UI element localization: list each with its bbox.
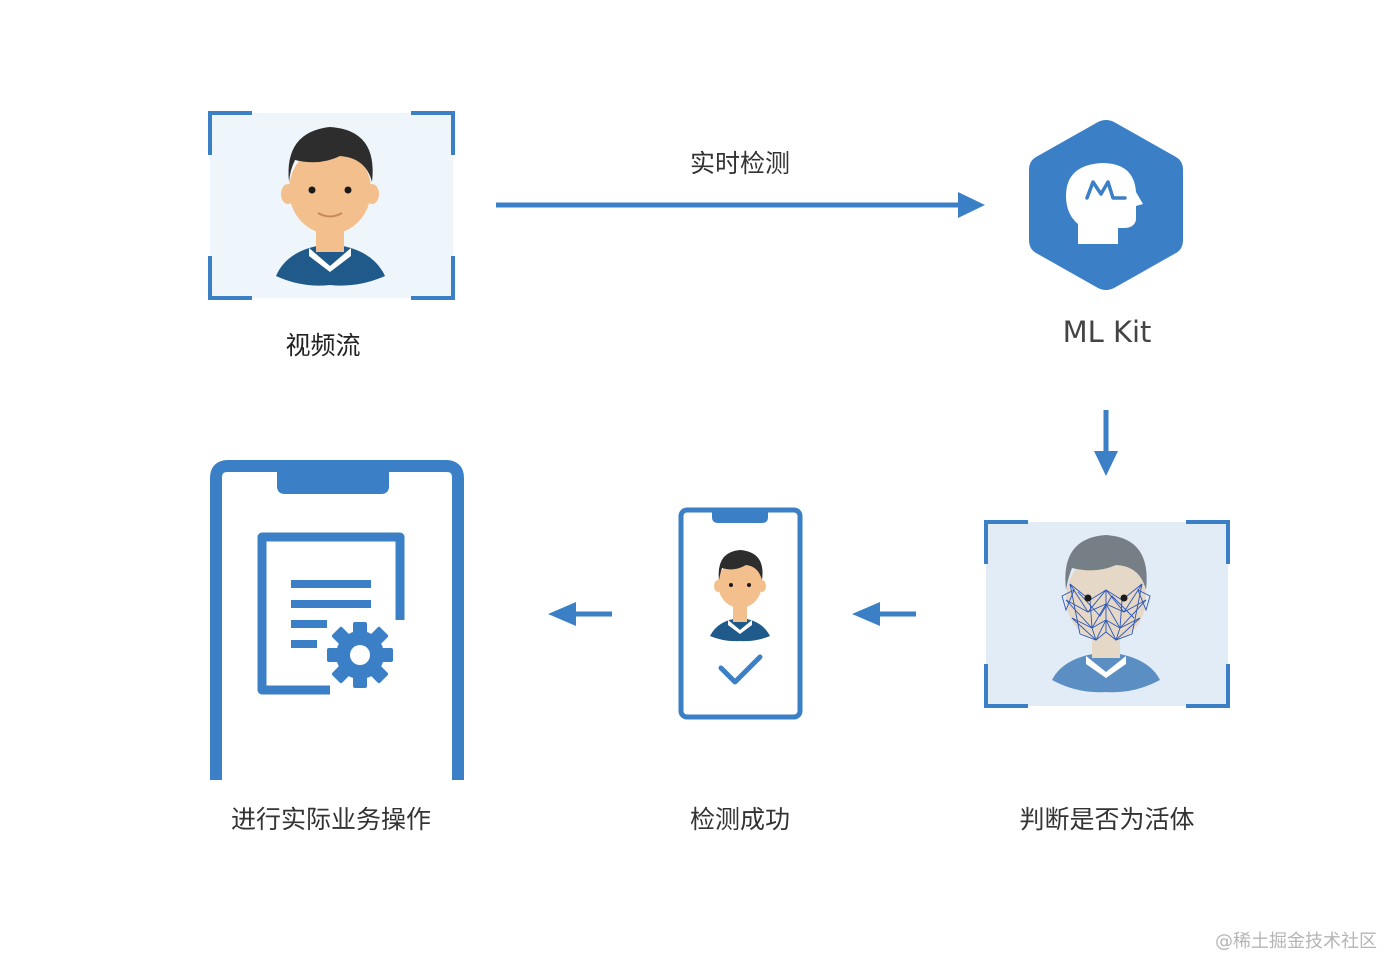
- phone-check-icon: [678, 507, 803, 720]
- checkmark-icon: [718, 654, 763, 685]
- face-mesh-lines: [1061, 583, 1151, 641]
- realtime-detect-label: 实时检测: [689, 149, 791, 178]
- down-arrow: [1094, 410, 1118, 476]
- business-operation-label: 进行实际业务操作: [230, 805, 432, 834]
- video-stream-label: 视频流: [285, 331, 361, 360]
- face-scan-panel: [984, 520, 1230, 708]
- judge-liveness-label: 判断是否为活体: [1019, 805, 1195, 834]
- gear-icon: [327, 622, 393, 688]
- small-person-avatar-icon: [710, 550, 770, 642]
- face-mesh-scan-icon: [1052, 535, 1160, 693]
- detect-success-label: 检测成功: [689, 805, 791, 834]
- video-stream-panel: [208, 111, 455, 300]
- scan-frame-corners: [984, 520, 1230, 708]
- ml-kit-hexagon-head-icon: [1029, 120, 1183, 290]
- left-arrow-to-phone: [852, 602, 916, 626]
- realtime-arrow: [496, 192, 985, 218]
- frame-corners: [208, 111, 455, 300]
- ml-kit-label: ML Kit: [1062, 315, 1152, 349]
- business-phone-icon: [210, 460, 464, 780]
- left-arrow-to-business: [548, 602, 612, 626]
- watermark: @稀土掘金技术社区: [1215, 931, 1377, 952]
- person-avatar-icon: [276, 127, 385, 286]
- document-gear-icon: [257, 532, 405, 695]
